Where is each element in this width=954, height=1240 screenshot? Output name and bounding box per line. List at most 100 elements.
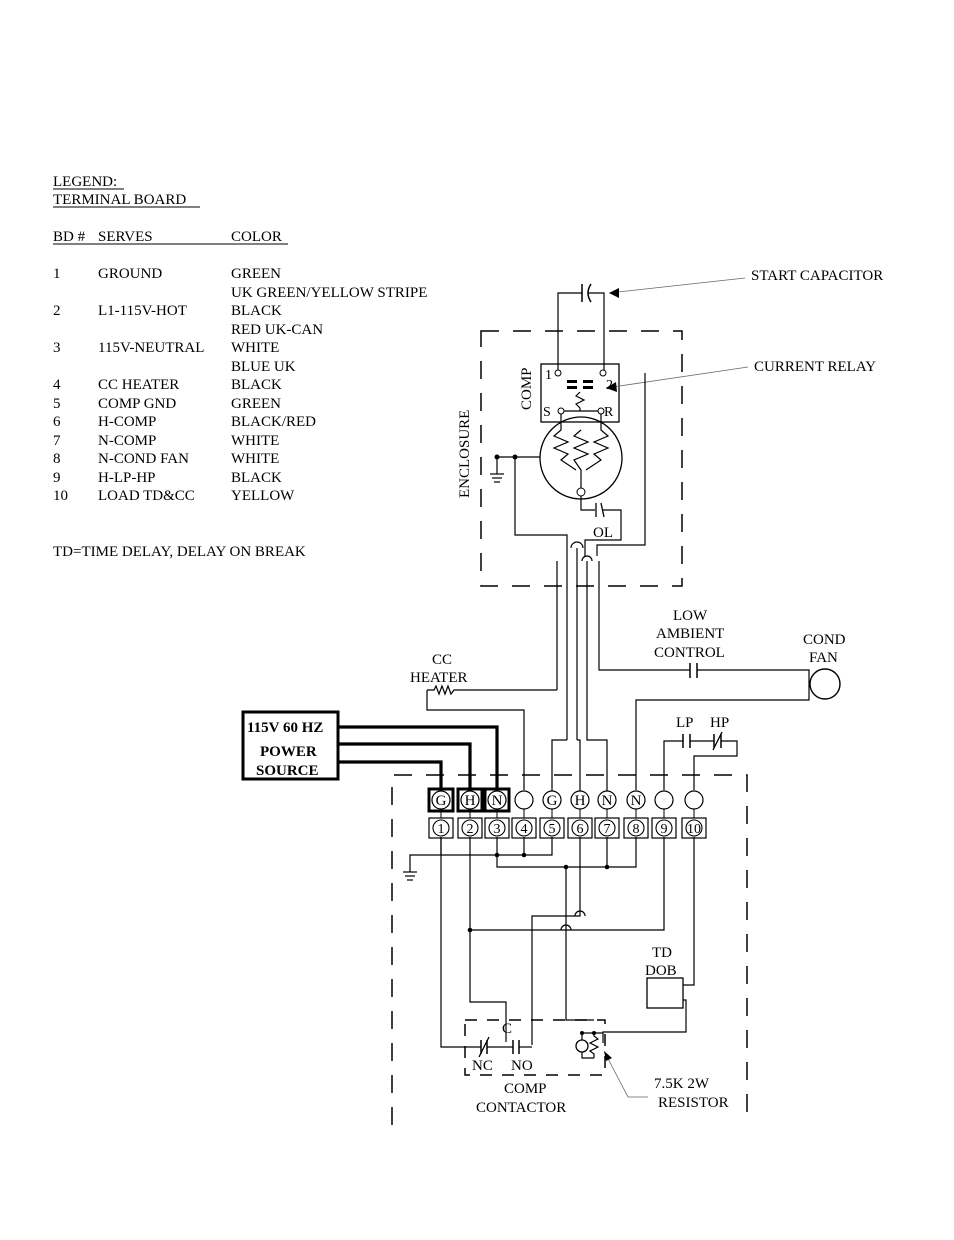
legend-row: 5 COMP GND GREEN — [53, 396, 281, 412]
legend-row: 6 H-COMP BLACK/RED — [53, 414, 316, 430]
terminal-number: 5 — [549, 822, 556, 837]
terminal-number: 3 — [494, 822, 501, 837]
legend-color: BLACK/RED — [231, 414, 316, 430]
terminal-top-label: G — [547, 793, 558, 809]
terminal-bottom-screw — [598, 819, 616, 837]
contactor-no-label: NO — [511, 1058, 533, 1074]
legend-bd: 9 — [53, 470, 61, 486]
terminal-top-screw — [514, 790, 534, 810]
legend-serves: L1-115V-HOT — [98, 303, 187, 319]
legend: LEGEND: TERMINAL BOARD BD # SERVES COLOR… — [53, 174, 427, 560]
legend-color-alt: UK GREEN/YELLOW STRIPE — [231, 285, 427, 301]
legend-color: WHITE — [231, 340, 279, 356]
start-capacitor-label: START CAPACITOR — [751, 268, 883, 284]
legend-title: LEGEND: — [53, 174, 117, 190]
lp-label: LP — [676, 715, 694, 731]
hp-label: HP — [710, 715, 729, 731]
legend-row: 3 115V-NEUTRAL WHITE BLUE UK — [53, 340, 296, 375]
legend-header-bd: BD # — [53, 229, 86, 245]
comp-contactor: C NC NO COMP CONTACTOR — [440, 837, 606, 1116]
terminal-bottom-screw — [488, 819, 506, 837]
low-ambient-control: LOW AMBIENT CONTROL — [654, 608, 810, 684]
wire-n-cond-fan — [598, 561, 690, 671]
start-capacitor: START CAPACITOR — [557, 268, 883, 370]
cond-fan: COND FAN — [635, 632, 846, 790]
current-relay-label: CURRENT RELAY — [754, 359, 876, 375]
legend-note: TD=TIME DELAY, DELAY ON BREAK — [53, 544, 306, 560]
terminal-top-screw — [684, 790, 704, 810]
terminal-number: 1 — [438, 822, 445, 837]
current-relay: 1 2 S R CURRENT RELAY — [540, 359, 876, 423]
legend-row: 10 LOAD TD&CC YELLOW — [53, 488, 295, 504]
legend-row: 1 GROUND GREEN UK GREEN/YELLOW STRIPE — [53, 266, 427, 301]
relay-terminal-2: 2 — [606, 378, 613, 393]
power-source-line1: 115V 60 HZ — [247, 720, 323, 736]
terminal-top-label: N — [631, 793, 642, 809]
td-dob-line2: DOB — [645, 963, 677, 979]
low-ambient-line3: CONTROL — [654, 645, 725, 661]
legend-row: 7 N-COMP WHITE — [53, 433, 279, 449]
legend-row: 9 H-LP-HP BLACK — [53, 470, 282, 486]
legend-bd: 1 — [53, 266, 61, 282]
legend-color: WHITE — [231, 433, 279, 449]
legend-row: 4 CC HEATER BLACK — [53, 377, 282, 393]
terminal-top-label: N — [602, 793, 613, 809]
terminal-bottom-screw — [685, 819, 703, 837]
terminal-bottom-screw — [461, 819, 479, 837]
comp-contactor-line1: COMP — [504, 1081, 547, 1097]
cc-heater: CC HEATER — [410, 652, 557, 790]
compressor-motor: OL — [539, 414, 623, 556]
legend-color: BLACK — [231, 377, 282, 393]
relay-terminal-s: S — [543, 405, 551, 420]
legend-bd: 8 — [53, 451, 61, 467]
legend-bd: 5 — [53, 396, 61, 412]
terminal-number: 7 — [604, 822, 611, 837]
terminal-number: 10 — [687, 822, 701, 837]
terminal-number: 4 — [521, 822, 528, 837]
legend-serves: H-COMP — [98, 414, 156, 430]
cond-fan-line1: COND — [803, 632, 846, 648]
terminal-top-label: H — [575, 793, 586, 809]
terminal-bottom-screw — [543, 819, 561, 837]
legend-color: WHITE — [231, 451, 279, 467]
contactor-c-label: C — [502, 1021, 512, 1037]
enclosure-ground — [490, 454, 568, 556]
td-dob-line1: TD — [652, 945, 672, 961]
terminal-number: 9 — [661, 822, 668, 837]
enclosure-box — [480, 330, 683, 587]
terminal-number: 8 — [633, 822, 640, 837]
comp-label: COMP — [519, 367, 535, 410]
low-ambient-line2: AMBIENT — [656, 626, 724, 642]
legend-serves: GROUND — [98, 266, 162, 282]
legend-serves: COMP GND — [98, 396, 176, 412]
low-ambient-line1: LOW — [673, 608, 708, 624]
relay-terminal-r: R — [604, 405, 614, 420]
legend-bd: 4 — [53, 377, 61, 393]
legend-serves: CC HEATER — [98, 377, 179, 393]
legend-color-alt: RED UK-CAN — [231, 322, 323, 338]
resistor-line2: RESISTOR — [658, 1095, 729, 1111]
legend-header-color: COLOR — [231, 229, 282, 245]
terminal-bottom-screw — [571, 819, 589, 837]
legend-bd: 10 — [53, 488, 68, 504]
legend-color: YELLOW — [231, 488, 295, 504]
cc-heater-line2: HEATER — [410, 670, 468, 686]
resistor-callout: 7.5K 2W RESISTOR — [603, 1050, 729, 1111]
legend-color: BLACK — [231, 303, 282, 319]
legend-serves: LOAD TD&CC — [98, 488, 195, 504]
legend-row: 2 L1-115V-HOT BLACK RED UK-CAN — [53, 303, 323, 338]
lower-enclosure — [391, 774, 748, 1125]
terminal-bottom-screw — [627, 819, 645, 837]
power-source: 115V 60 HZ POWER SOURCE — [241, 710, 499, 792]
legend-header-serves: SERVES — [98, 229, 153, 245]
terminal-number: 6 — [577, 822, 584, 837]
legend-subtitle: TERMINAL BOARD — [53, 192, 186, 208]
terminal-top-label: N — [492, 793, 503, 809]
contactor-nc-label: NC — [472, 1058, 493, 1074]
legend-color: GREEN — [231, 266, 281, 282]
legend-row: 8 N-COND FAN WHITE — [53, 451, 279, 467]
power-source-line3: SOURCE — [256, 763, 319, 779]
terminal-bottom-screw — [655, 819, 673, 837]
lp-hp-switches: LP HP — [663, 715, 738, 790]
